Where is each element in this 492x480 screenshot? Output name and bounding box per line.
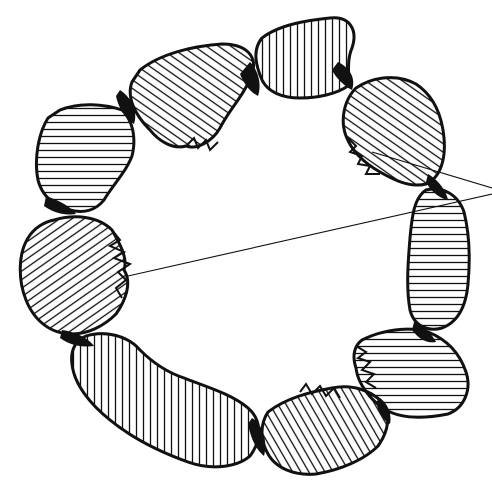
grains xyxy=(20,18,469,474)
grain-right xyxy=(408,189,470,329)
grain-bottom xyxy=(262,387,388,475)
grain-left-upper xyxy=(36,105,133,212)
grain-top xyxy=(256,18,354,98)
grain-bottom-left xyxy=(72,334,259,467)
grain-upper-left xyxy=(130,44,253,147)
grain-left xyxy=(20,217,127,334)
